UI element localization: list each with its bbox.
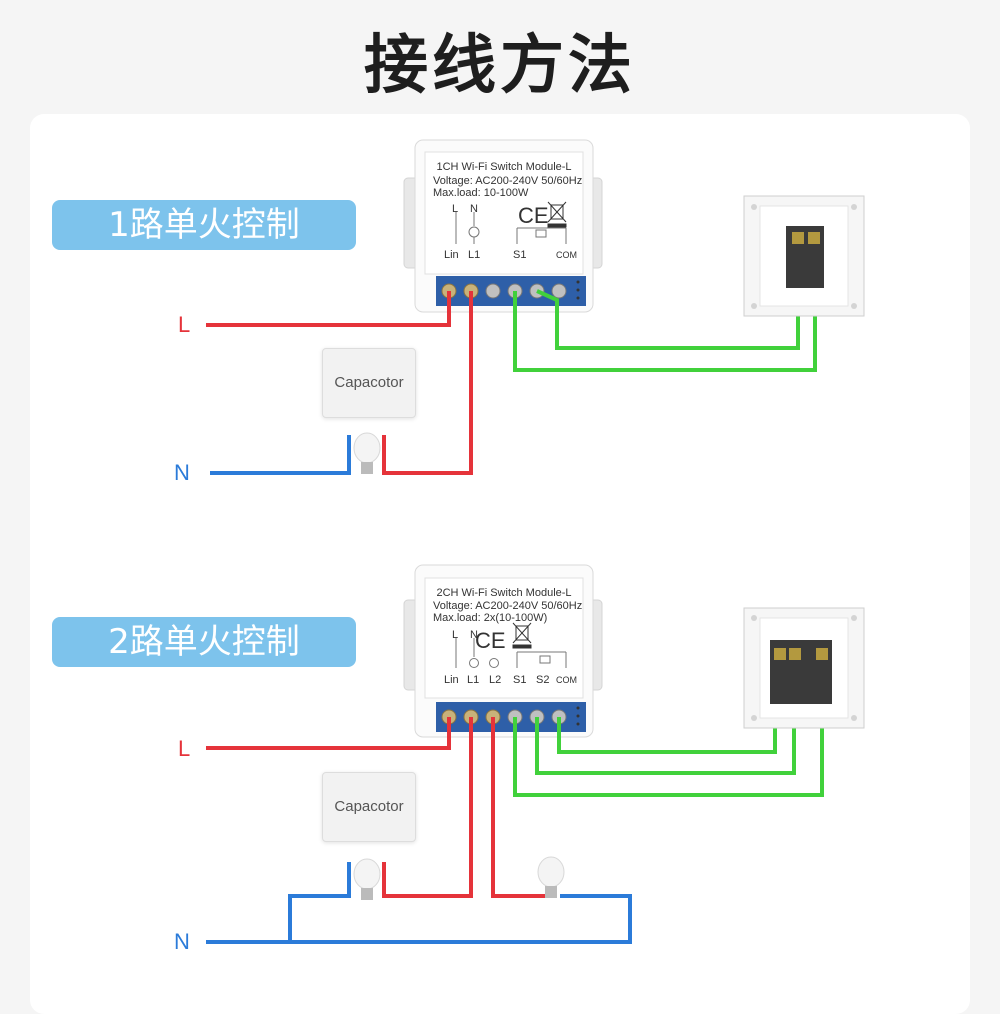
module-1-top-n: N bbox=[470, 203, 478, 215]
terminal-label: L1 bbox=[467, 674, 479, 686]
module-1-top-l: L bbox=[452, 203, 458, 215]
terminal-label: S1 bbox=[513, 674, 526, 686]
ce-mark-icon: CE bbox=[518, 203, 549, 228]
live-wire-label: L bbox=[178, 312, 191, 337]
ce-mark-icon: CE bbox=[475, 628, 506, 653]
terminal-screws-1 bbox=[441, 283, 567, 299]
terminal-label: S2 bbox=[536, 674, 549, 686]
neutral-wire-label: N bbox=[174, 460, 190, 485]
module-2-load: Max.load: 2x(10-100W) bbox=[433, 612, 547, 624]
capacitor-box: Capacotor bbox=[322, 772, 416, 842]
live-wire-label: L bbox=[178, 736, 191, 761]
module-2-voltage: Voltage: AC200-240V 50/60Hz bbox=[433, 600, 582, 612]
section-label-2: 2路单火控制 bbox=[52, 617, 356, 667]
module-1: CE bbox=[403, 139, 603, 313]
terminal-label: L2 bbox=[489, 674, 501, 686]
bulb-icon bbox=[353, 432, 381, 474]
module-1-load: Max.load: 10-100W bbox=[433, 187, 529, 199]
module-2: CE bbox=[403, 564, 603, 738]
weee-bin-icon bbox=[547, 201, 567, 228]
terminal-label: Lin bbox=[444, 249, 459, 261]
terminal-label: Lin bbox=[444, 674, 459, 686]
wires-2 bbox=[206, 665, 824, 944]
bulb-icon bbox=[353, 858, 381, 900]
module-2-name: 2CH Wi-Fi Switch Module-L bbox=[436, 587, 571, 599]
page-title: 接线方法 bbox=[364, 29, 636, 103]
module-2-top-l: L bbox=[452, 629, 458, 641]
terminal-label: COM bbox=[556, 250, 577, 260]
weee-bin-icon bbox=[512, 622, 532, 649]
module-1-voltage: Voltage: AC200-240V 50/60Hz bbox=[433, 175, 582, 187]
terminal-label: S1 bbox=[513, 249, 526, 261]
terminal-label: L1 bbox=[468, 249, 480, 261]
module-1-name: 1CH Wi-Fi Switch Module-L bbox=[436, 161, 571, 173]
wall-switch-icon bbox=[743, 195, 865, 317]
capacitor-box: Capacotor bbox=[322, 348, 416, 418]
bulb-icon bbox=[537, 856, 565, 898]
module-2-top-n: N bbox=[470, 629, 478, 641]
neutral-wire-label: N bbox=[174, 929, 190, 954]
wall-switch-icon bbox=[743, 607, 865, 729]
section-label-1: 1路单火控制 bbox=[52, 200, 356, 250]
terminal-label: COM bbox=[556, 675, 577, 685]
